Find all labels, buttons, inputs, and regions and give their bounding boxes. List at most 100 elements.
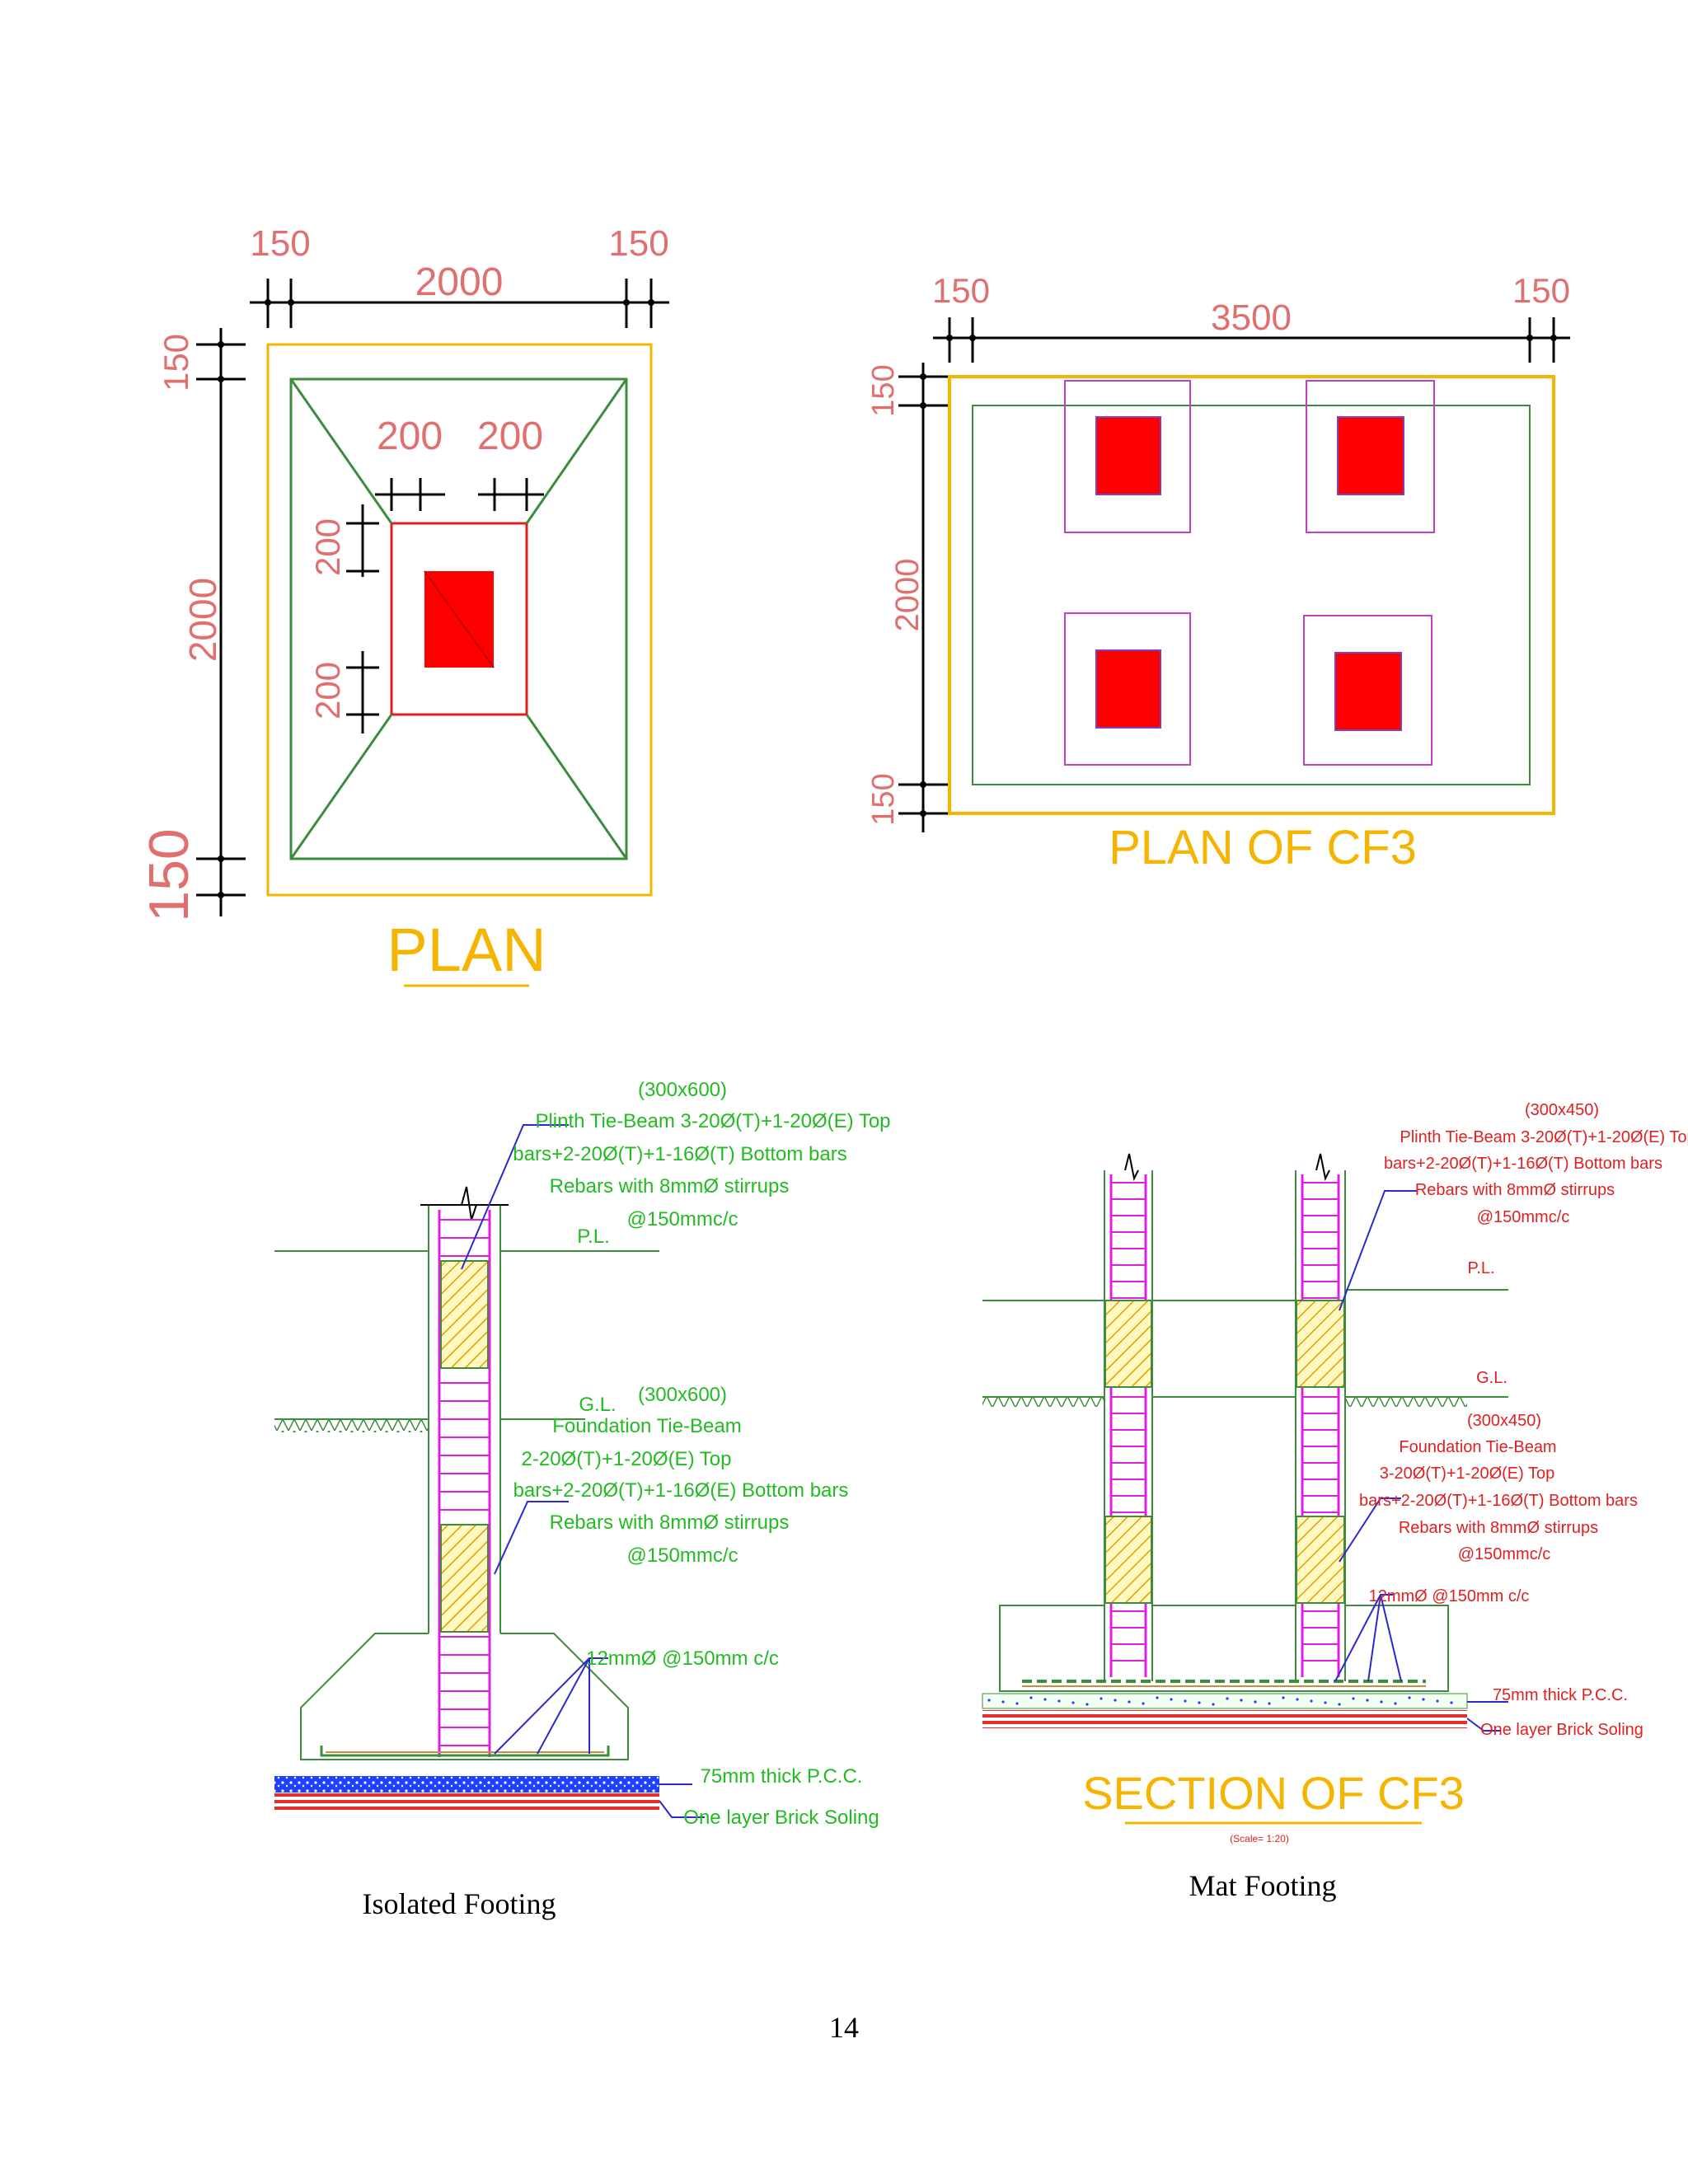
plan-dim-top-left: 150 [250,223,310,264]
plan-dim-top-mid: 2000 [415,260,504,304]
pcc-aggregate-dot [1100,1697,1103,1700]
pcc-aggregate-dot [1450,1701,1453,1704]
pcc-aggregate-dot [1114,1699,1117,1702]
ground-hatch [274,1419,429,1432]
caption-isolated-footing: Isolated Footing [363,1887,556,1920]
iso-plinth-note-4: Rebars with 8mmØ stirrups [550,1175,790,1197]
pcc-aggregate-dot [1142,1702,1145,1705]
mat-foundation-tie-beam [1296,1516,1345,1604]
mat-foundation-note-3: 3-20Ø(T)+1-20Ø(E) Top [1380,1465,1555,1483]
plan-dim-inner-left-a: 200 [308,518,347,576]
cf3-footing [972,405,1531,785]
mat-foundation-note-5: Rebars with 8mmØ stirrups [1399,1519,1598,1537]
pcc-aggregate-dot [1071,1701,1075,1704]
cf3-column [1095,649,1161,729]
mat-pcc-layer [982,1693,1468,1709]
plan-dim-inner-top-a: 200 [377,415,443,458]
foundation-tie-beam [440,1524,489,1633]
pcc-aggregate-dot [1001,1700,1005,1704]
iso-gl-label: G.L. [579,1394,616,1416]
mat-section-scale: (Scale= 1:20) [1230,1833,1289,1844]
pcc-aggregate-dot [1226,1697,1229,1700]
mat-plinth-note-1: (300x450) [1525,1101,1599,1119]
iso-foundation-note-5: Rebars with 8mmØ stirrups [550,1511,790,1534]
mat-slab [999,1605,1449,1692]
mat-foundation-note-2: Foundation Tie-Beam [1399,1438,1556,1456]
cf3-column [1334,652,1402,731]
cf3-dim-left-bot: 150 [866,773,901,825]
pcc-aggregate-dot [1085,1703,1089,1706]
caption-mat-footing: Mat Footing [1189,1869,1336,1902]
iso-pl-label: P.L. [577,1226,610,1248]
mat-plinth-tie-beam [1296,1300,1345,1388]
iso-plinth-note-2: Plinth Tie-Beam 3-20Ø(T)+1-20Ø(E) Top [535,1110,890,1132]
cf3-outline [948,375,1555,815]
pcc-aggregate-dot [1282,1696,1285,1699]
plan-dim-left-top: 150 [157,334,195,391]
mat-section-title: SECTION OF CF3 [1082,1767,1465,1819]
plan-dim-inner-top-b: 200 [477,415,543,458]
plan-dim-inner-left-b: 200 [308,662,347,719]
pcc-aggregate-dot [1268,1702,1271,1705]
cf3-dim-left-mid: 2000 [889,559,926,632]
isolated-section-drawing: (300x600) Plinth Tie-Beam 3-20Ø(T)+1-20Ø… [274,1079,891,1829]
mat-foundation-note-6: @150mmc/c [1458,1545,1551,1563]
iso-brick-note: One layer Brick Soling [683,1807,879,1829]
pcc-aggregate-dot [1057,1699,1061,1703]
pcc-aggregate-dot [1212,1703,1215,1706]
pcc-aggregate-dot [1394,1702,1397,1705]
iso-plinth-note-5: @150mmc/c [626,1208,738,1230]
plan-title: PLAN [387,916,546,984]
mat-pcc-note: 75mm thick P.C.C. [1493,1686,1628,1704]
iso-foundation-note-4: bars+2-20Ø(T)+1-16Ø(E) Bottom bars [513,1479,849,1502]
cf3-dim-top-right: 150 [1512,271,1570,310]
mat-foundation-note-4: bars+2-20Ø(T)+1-16Ø(T) Bottom bars [1359,1492,1638,1510]
mat-pl-label: P.L. [1468,1259,1495,1277]
iso-foundation-note-6: @150mmc/c [626,1544,738,1567]
iso-foundation-note-2: Foundation Tie-Beam [552,1415,741,1437]
mat-foundation-note-1: (300x450) [1467,1412,1541,1430]
cf3-plan-title: PLAN OF CF3 [1109,821,1417,874]
pcc-aggregate-dot [1436,1699,1439,1703]
column-rebar-cage [438,1210,491,1757]
mat-plinth-note-3: bars+2-20Ø(T)+1-16Ø(T) Bottom bars [1384,1155,1662,1173]
pcc-aggregate-dot [1408,1696,1411,1699]
pcc-aggregate-dot [1310,1699,1313,1703]
mat-brick-soling [982,1710,1467,1728]
pcc-aggregate-dot [1015,1702,1019,1705]
plan-dim-left-mid: 2000 [181,578,224,662]
pcc-aggregate-dot [1380,1700,1383,1704]
pcc-aggregate-dot [1338,1703,1341,1706]
pcc-aggregate-dot [1296,1698,1299,1701]
iso-plinth-note-1: (300x600) [638,1079,727,1101]
iso-mesh-note: 12mmØ @150mm c/c [586,1647,779,1670]
pcc-aggregate-dot [1240,1699,1243,1702]
plan-cf3-drawing: 150 3500 150 150 2000 150 PLAN OF CF3 [866,271,1570,874]
plan-pedestal [390,522,528,716]
isolated-footing [300,1633,629,1760]
pcc-aggregate-dot [1422,1698,1425,1701]
pcc-aggregate-dot [1184,1699,1187,1703]
pcc-aggregate-dot [1352,1697,1355,1700]
iso-foundation-note-3: 2-20Ø(T)+1-20Ø(E) Top [522,1448,732,1470]
pcc-aggregate-dot [1029,1696,1033,1699]
pcc-layer [274,1776,659,1793]
plan-dim-left-bot: 150 [138,828,200,921]
plan-dim-top-right: 150 [608,223,668,264]
cf3-column [1337,416,1404,495]
cf3-dim-left-top: 150 [866,364,901,416]
pcc-aggregate-dot [1324,1701,1327,1704]
plan-drawing: 150 2000 150 150 2000 150 200 200 200 20… [138,223,669,987]
plan-footing [289,377,628,860]
pcc-aggregate-dot [987,1699,991,1702]
plinth-tie-beam [440,1260,489,1369]
mat-brick-note: One layer Brick Soling [1480,1721,1643,1739]
pcc-aggregate-dot [1198,1701,1201,1704]
cf3-column [1095,416,1161,495]
mat-foundation-tie-beam [1104,1516,1152,1604]
pcc-aggregate-dot [1043,1698,1047,1701]
plan-outline [266,343,653,897]
iso-foundation-note-1: (300x600) [638,1384,727,1406]
pcc-aggregate-dot [1254,1700,1257,1704]
